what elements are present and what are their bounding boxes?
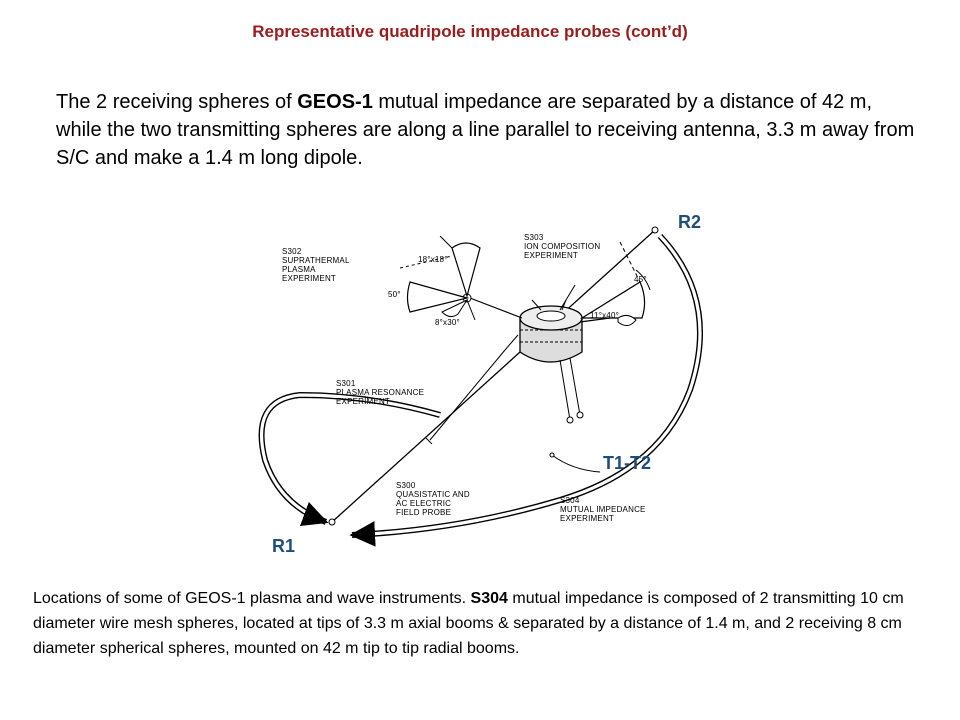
- s301-line-1: S301: [336, 379, 356, 388]
- intro-text-2: mutual impedance are separated by a dist…: [56, 91, 915, 169]
- t1-t2-label: T1-T2: [603, 453, 651, 473]
- s302-line-3: PLASMA: [282, 265, 316, 274]
- t2-sphere: [576, 411, 584, 419]
- intro-paragraph: The 2 receiving spheres of GEOS-1 mutual…: [56, 88, 916, 172]
- s304-line-1: S304: [560, 496, 580, 505]
- figure-caption: Locations of some of GEOS-1 plasma and w…: [33, 586, 933, 661]
- s302-line-4: EXPERIMENT: [282, 274, 336, 283]
- s302-boom: [469, 297, 523, 319]
- s300-line-2: QUASISTATIC AND: [396, 490, 470, 499]
- t1-sphere: [566, 416, 574, 424]
- caption-text-1: Locations of some of GEOS-1 plasma and w…: [33, 590, 471, 607]
- r2-label: R2: [678, 212, 701, 232]
- axial-boom-lower-2: [569, 357, 581, 416]
- s300-label: S300 QUASISTATIC AND AC ELECTRIC FIELD P…: [396, 481, 472, 517]
- s303-label: S303 ION COMPOSITION EXPERIMENT: [524, 233, 603, 260]
- angle-45: 45°: [634, 275, 647, 284]
- caption-bold: S304: [470, 590, 508, 607]
- r1-sphere: [328, 518, 336, 526]
- axial-boom-lower-1: [559, 359, 571, 421]
- r2-sphere: [651, 226, 659, 234]
- s300-line-1: S300: [396, 481, 416, 490]
- axial-boom-upper: [559, 284, 576, 311]
- s302-upper-cone: [451, 242, 481, 299]
- s304-label: S304 MUTUAL IMPEDANCE EXPERIMENT: [560, 496, 648, 523]
- geos1-spacecraft-diagram: S302 SUPRATHERMAL PLASMA EXPERIMENT S303…: [258, 212, 703, 556]
- s303-line-1: S303: [524, 233, 544, 242]
- spacecraft-body: [519, 299, 583, 363]
- s300-line-4: FIELD PROBE: [396, 508, 451, 517]
- intro-bold: GEOS-1: [297, 91, 373, 113]
- angle-50: 50°: [388, 290, 401, 299]
- slide-title: Representative quadripole impedance prob…: [252, 22, 688, 41]
- s304-line-2: MUTUAL IMPEDANCE: [560, 505, 646, 514]
- intro-text-1: The 2 receiving spheres of: [56, 91, 298, 113]
- s301-label: S301 PLASMA RESONANCE EXPERIMENT: [336, 379, 427, 406]
- s301-line-3: EXPERIMENT: [336, 397, 390, 406]
- s303-line-3: EXPERIMENT: [524, 251, 578, 260]
- s304-line-3: EXPERIMENT: [560, 514, 614, 523]
- angle-11x40: 11°x40°: [590, 311, 619, 320]
- s302-line-1: S302: [282, 247, 302, 256]
- caption-text-2: mutual impedance is composed of 2 transm…: [33, 590, 904, 657]
- radial-boom-line: [331, 229, 656, 523]
- s300-line-3: AC ELECTRIC: [396, 499, 451, 508]
- angle-8x30: 8°x30°: [435, 318, 460, 327]
- s302-label: S302 SUPRATHERMAL PLASMA EXPERIMENT: [282, 247, 352, 283]
- s303-line-2: ION COMPOSITION: [524, 242, 600, 251]
- s301-line-2: PLASMA RESONANCE: [336, 388, 424, 397]
- r1-label: R1: [272, 536, 295, 556]
- s303-cone: [579, 281, 646, 319]
- s302-lower-fan: [441, 298, 469, 318]
- s302-left-fan: [406, 281, 470, 313]
- angle-18x18: 18°x18°: [418, 255, 448, 264]
- s302-line-2: SUPRATHERMAL: [282, 256, 350, 265]
